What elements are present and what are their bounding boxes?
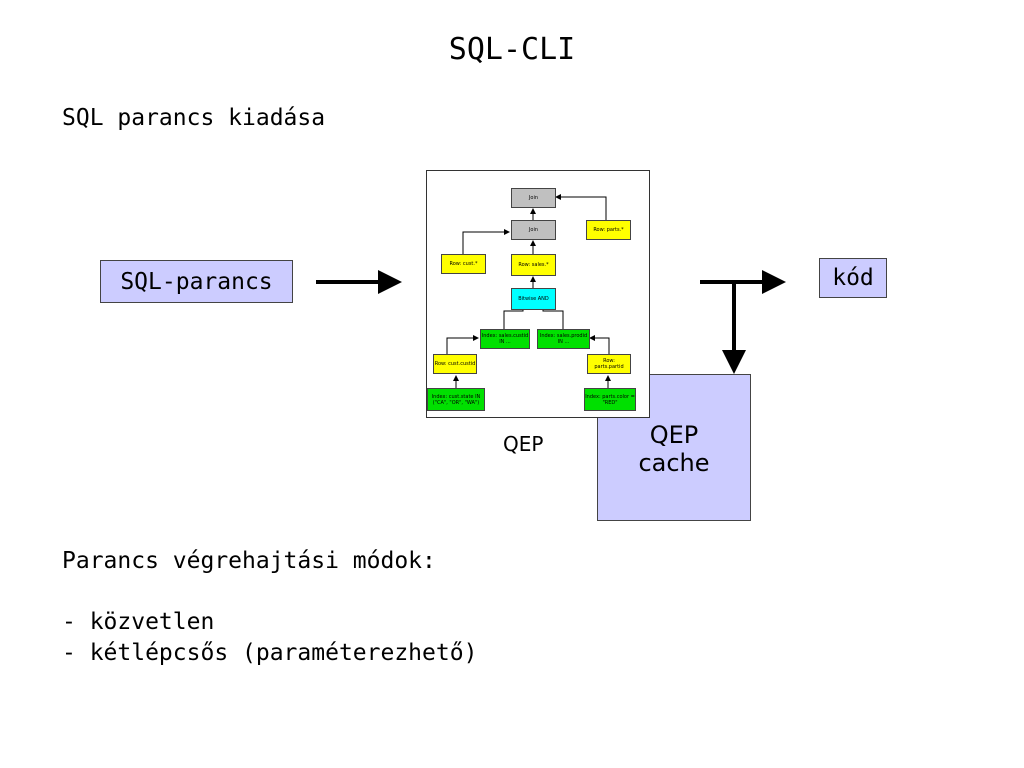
execution-mode-item: - közvetlen — [62, 609, 215, 635]
qep-node-join-mid: Join — [511, 220, 556, 240]
qep-node-join-top: Join — [511, 188, 556, 208]
execution-mode-item: - kétlépcsős (paraméterezhető) — [62, 640, 478, 666]
slide-title: SQL-CLI — [448, 32, 576, 67]
qep-node-row-cust: Row: cust.* — [441, 254, 486, 274]
qep-node-row-parts: Row: parts.* — [586, 220, 631, 240]
qep-node-row-partid: Row: parts.partid — [587, 354, 631, 374]
sql-command-box: SQL-parancs — [100, 260, 293, 303]
execution-modes-title: Parancs végrehajtási módok: — [62, 548, 436, 574]
qep-cache-line1: QEP — [649, 421, 699, 449]
code-box: kód — [819, 258, 887, 298]
qep-node-index-color: Index: parts.color = "RED" — [584, 388, 636, 411]
qep-node-index-custid: Index: sales.custid IN ... — [480, 329, 530, 349]
qep-node-row-sales: Row: sales.* — [511, 254, 556, 276]
qep-cache-line2: cache — [638, 449, 710, 477]
qep-node-index-state: Index: cust.state IN ("CA", "OR", "WA") — [427, 388, 485, 411]
qep-node-index-prodid: Index: sales.prodid IN ... — [537, 329, 590, 349]
qep-diagram-panel: Join Join Row: parts.* Row: cust.* Row: … — [426, 170, 650, 418]
slide-subtitle: SQL parancs kiadása — [62, 105, 326, 131]
qep-node-row-custid: Row: cust.custid — [433, 354, 477, 374]
qep-node-bitwise-and: Bitwise AND — [511, 288, 556, 310]
qep-label: QEP — [503, 432, 544, 456]
qep-cache-box: QEP cache — [597, 374, 751, 521]
